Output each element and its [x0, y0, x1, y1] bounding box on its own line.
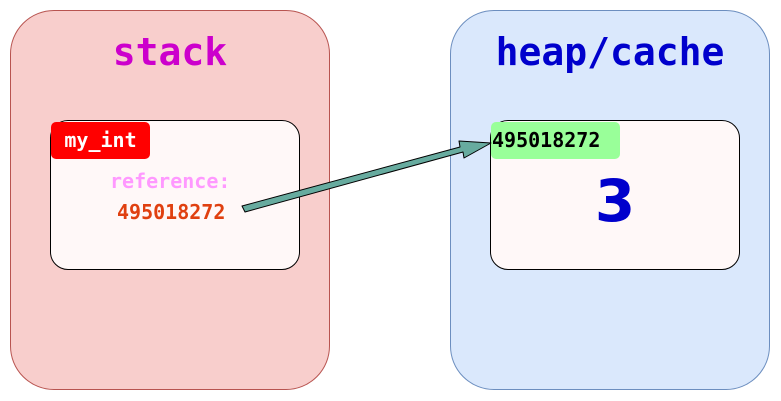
stack-title: stack — [112, 30, 228, 74]
heap-value: 3 — [594, 167, 636, 235]
reference-value: 495018272 — [117, 200, 226, 224]
address-tag: 495018272 — [491, 122, 620, 159]
reference-label: reference: — [110, 169, 231, 193]
variable-name-tag: my_int — [51, 122, 150, 159]
heap-title: heap/cache — [495, 30, 725, 74]
